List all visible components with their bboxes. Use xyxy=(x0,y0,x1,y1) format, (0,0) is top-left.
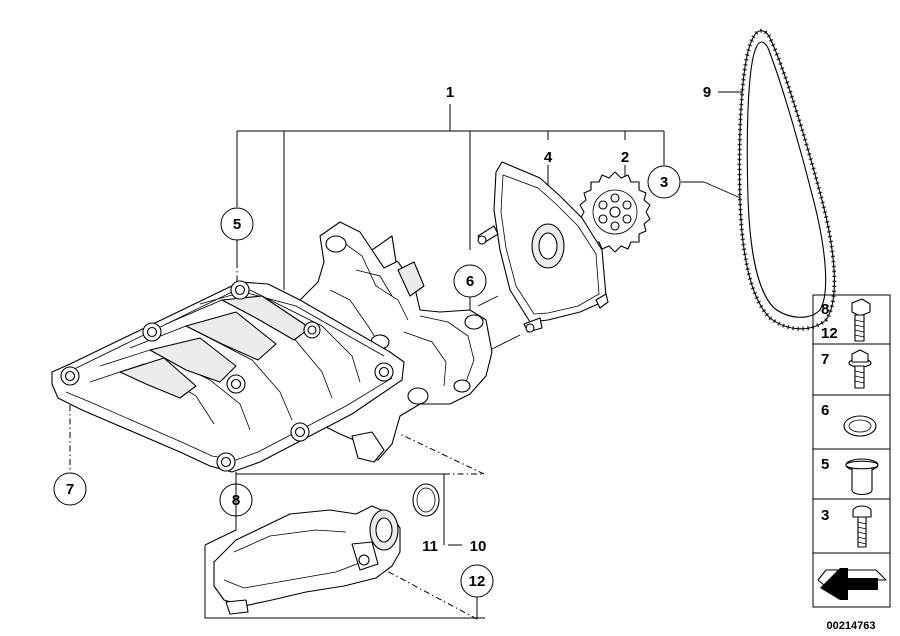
callout-6: 6 xyxy=(466,273,474,290)
callout-11: 11 xyxy=(422,538,438,555)
legend-num-8: 8 xyxy=(821,301,829,318)
suction-pipe xyxy=(213,505,401,615)
legend-num-7: 7 xyxy=(821,351,829,368)
pump-cover xyxy=(477,161,609,333)
hex-bolt-icon xyxy=(851,298,871,342)
legend-num-3: 3 xyxy=(821,507,829,524)
arrow-icon xyxy=(817,568,887,600)
legend-num-6: 6 xyxy=(821,402,829,419)
legend-num-5: 5 xyxy=(821,456,829,473)
baffle-frame xyxy=(51,280,405,473)
callout-12: 12 xyxy=(469,573,486,590)
parts-legend: 8 12 7 6 5 3 xyxy=(812,294,891,608)
sprocket xyxy=(579,171,651,253)
flange-bolt-icon xyxy=(848,349,872,389)
callout-5: 5 xyxy=(233,216,241,233)
callout-1: 1 xyxy=(446,84,454,101)
o-ring xyxy=(412,483,440,517)
timing-chain xyxy=(737,28,837,331)
callout-7: 7 xyxy=(66,481,74,498)
callout-4: 4 xyxy=(544,149,553,166)
torx-screw-icon xyxy=(852,505,872,548)
bushing-icon xyxy=(845,458,879,496)
legend-num-12: 12 xyxy=(821,325,838,342)
callout-3: 3 xyxy=(660,174,668,191)
callout-10: 10 xyxy=(470,538,487,555)
callout-9: 9 xyxy=(703,84,711,101)
document-number: 00214763 xyxy=(827,620,876,632)
callout-2: 2 xyxy=(621,149,629,166)
suction-pipe-box xyxy=(204,473,485,619)
sealing-ring-icon xyxy=(843,415,877,437)
